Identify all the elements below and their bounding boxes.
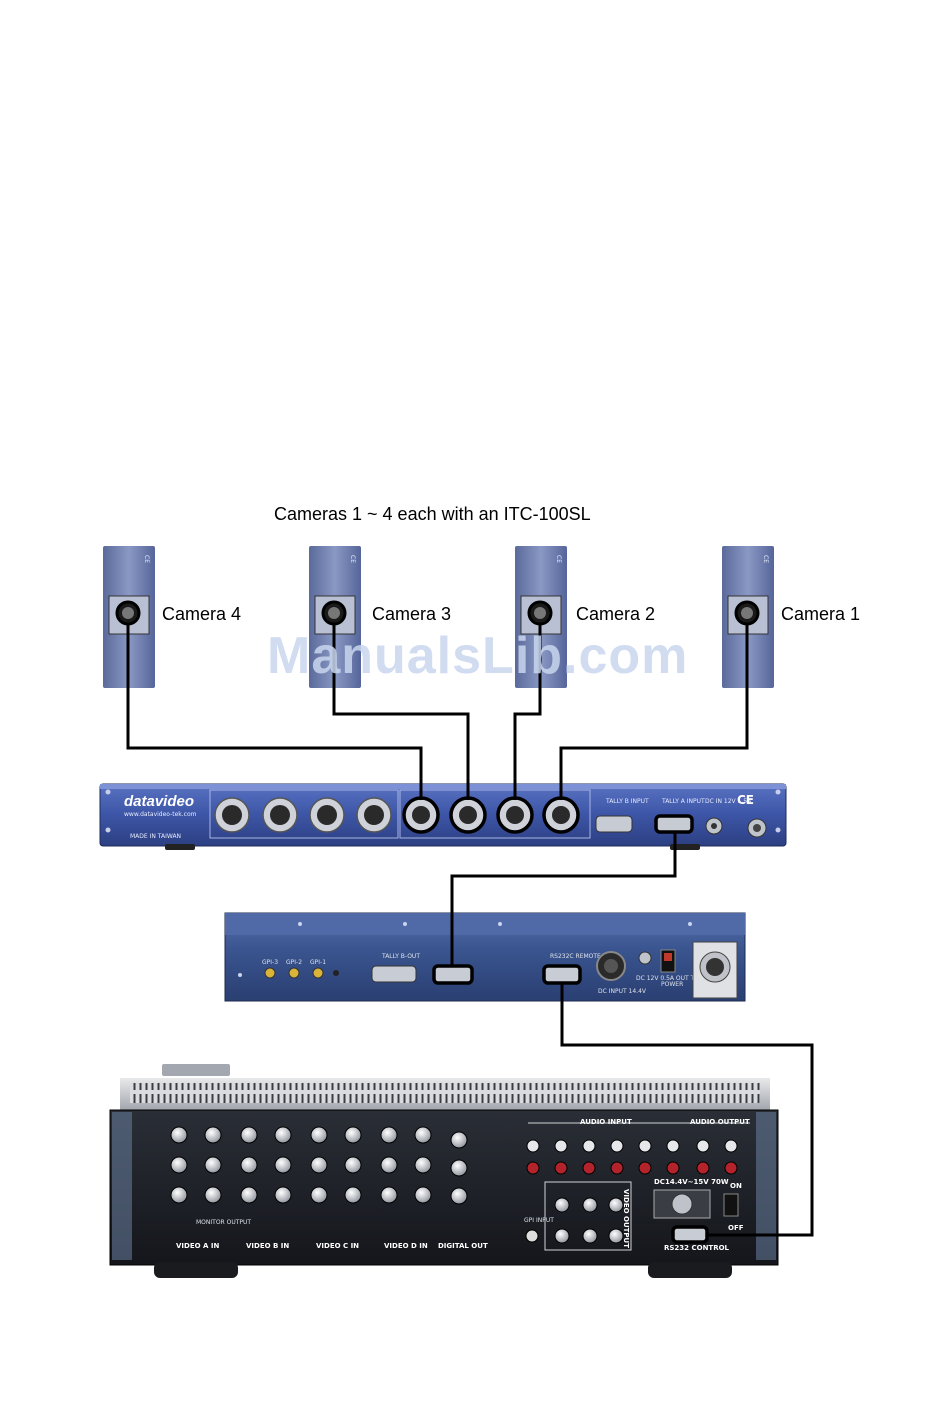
camera-2-label: Camera 2 — [576, 604, 656, 624]
cable-camera-3 — [332, 624, 470, 800]
svg-text:CE: CE — [737, 793, 754, 807]
cable-rs232 — [560, 983, 814, 1237]
svg-text:AUDIO INPUT: AUDIO INPUT — [580, 1118, 632, 1126]
svg-text:DC IN 12V 1.5A: DC IN 12V 1.5A — [705, 798, 752, 805]
svg-text:TALLY B INPUT: TALLY B INPUT — [605, 798, 649, 805]
camera-3-label: Camera 3 — [372, 604, 452, 624]
svg-text:TALLY A INPUT: TALLY A INPUT — [661, 798, 705, 805]
svg-text:DIGITAL OUT: DIGITAL OUT — [438, 1242, 488, 1250]
camera-4-label: Camera 4 — [162, 604, 242, 624]
watermark: ManualsLib.com — [267, 627, 689, 685]
svg-text:AUDIO OUTPUT: AUDIO OUTPUT — [690, 1118, 750, 1126]
svg-text:VIDEO D IN: VIDEO D IN — [384, 1242, 428, 1250]
tally-remote-unit: GPI-3 GPI-2 GPI-1 TALLY B-OUT RS232C REM… — [224, 912, 746, 1002]
svg-text:DC INPUT 14.4V: DC INPUT 14.4V — [598, 988, 647, 995]
svg-text:RS232 CONTROL: RS232 CONTROL — [664, 1244, 730, 1252]
camera-4-unit: CE — [103, 546, 155, 688]
svg-text:MONITOR OUTPUT: MONITOR OUTPUT — [196, 1219, 251, 1226]
video-mixer-unit: VIDEO A IN VIDEO B IN VIDEO C IN — [109, 1064, 779, 1278]
svg-text:DC 12V 0.5A OUT TO EAC-83: DC 12V 0.5A OUT TO EAC-83 — [636, 975, 723, 982]
svg-text:POWER: POWER — [661, 981, 683, 988]
svg-text:CE: CE — [762, 555, 769, 563]
svg-text:VIDEO B IN: VIDEO B IN — [246, 1242, 289, 1250]
svg-text:RS232C REMOTE: RS232C REMOTE — [550, 953, 601, 960]
camera-2-unit: CE — [515, 546, 567, 688]
cables — [126, 624, 814, 1237]
cable-camera-4 — [126, 624, 423, 800]
svg-text:VIDEO OUTPUT: VIDEO OUTPUT — [622, 1189, 630, 1248]
svg-text:www.datavideo-tek.com: www.datavideo-tek.com — [124, 811, 197, 818]
svg-text:CE: CE — [143, 555, 150, 563]
svg-text:ON: ON — [730, 1182, 742, 1190]
intercom-main-unit: datavideo www.datavideo-tek.com MADE IN … — [99, 783, 787, 850]
svg-text:GPI INPUT: GPI INPUT — [524, 1217, 554, 1224]
cable-tally — [450, 832, 677, 966]
svg-text:GPI-1: GPI-1 — [310, 959, 326, 966]
svg-text:CE: CE — [555, 555, 562, 563]
diagram-caption: Cameras 1 ~ 4 each with an ITC-100SL — [274, 504, 591, 524]
svg-text:OFF: OFF — [728, 1224, 744, 1232]
datavideo-logo: datavideo — [124, 793, 194, 810]
cable-camera-1 — [559, 624, 749, 800]
svg-text:TALLY B-OUT: TALLY B-OUT — [381, 953, 420, 960]
svg-text:CE: CE — [349, 555, 356, 563]
svg-text:VIDEO A IN: VIDEO A IN — [176, 1242, 219, 1250]
svg-text:GPI-2: GPI-2 — [286, 959, 302, 966]
cable-camera-2 — [513, 624, 542, 800]
svg-text:MADE IN TAIWAN: MADE IN TAIWAN — [130, 833, 181, 840]
svg-text:GPI-3: GPI-3 — [262, 959, 278, 966]
svg-text:VIDEO C IN: VIDEO C IN — [316, 1242, 359, 1250]
svg-text:DC14.4V~15V 70W: DC14.4V~15V 70W — [654, 1178, 729, 1186]
camera-1-label: Camera 1 — [781, 604, 861, 624]
